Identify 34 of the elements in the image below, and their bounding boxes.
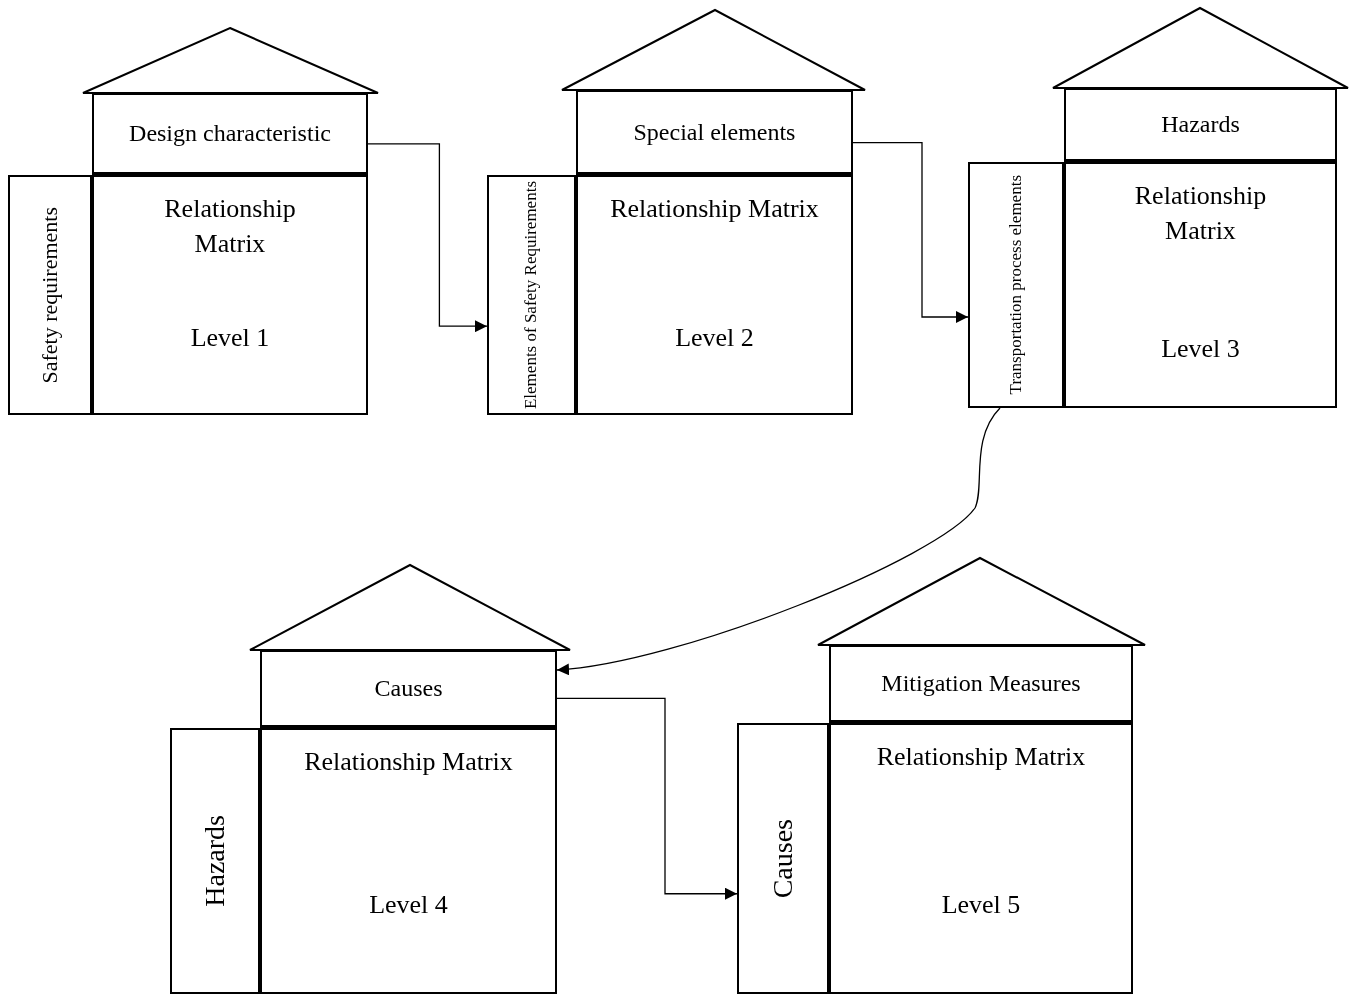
matrix-box: [260, 728, 557, 994]
matrix-box: [92, 175, 368, 415]
row-header-text: Hazards: [199, 815, 231, 907]
row-header-text: Elements of Safety Requirements: [522, 181, 541, 409]
row-header-box: [170, 728, 260, 994]
arrow: [367, 143, 488, 333]
row-header-box: [737, 723, 829, 994]
matrix-box: [576, 175, 853, 415]
row-header-text: Transportation process elements: [1006, 175, 1026, 395]
matrix-title: Relationship Matrix: [875, 741, 1087, 773]
row-header-box: [968, 162, 1064, 408]
matrix-title: Relationship Matrix: [609, 193, 820, 225]
arrow: [852, 142, 969, 323]
level-label: Level 2: [674, 321, 755, 354]
level-label: Level 4: [368, 888, 449, 921]
column-header-box: Causes: [260, 650, 557, 728]
row-header-text: Safety requirements: [37, 206, 63, 384]
row-header-text: Causes: [767, 818, 799, 899]
arrow: [556, 697, 738, 900]
column-header-box: Mitigation Measures: [829, 645, 1133, 723]
matrix-box: [1064, 162, 1337, 408]
matrix-title: Relationship Matrix: [163, 193, 297, 261]
level-label: Level 5: [940, 888, 1022, 921]
column-header-box: Special elements: [576, 90, 853, 175]
row-header-box: [8, 175, 92, 415]
arrow: [556, 407, 1001, 675]
matrix-title: Relationship Matrix: [1133, 180, 1268, 248]
level-label: Level 3: [1160, 332, 1241, 365]
column-header-box: Design characteristic: [92, 93, 368, 175]
row-header-box: [487, 175, 576, 415]
matrix-box: [829, 723, 1133, 994]
level-label: Level 1: [189, 321, 271, 354]
matrix-title: Relationship Matrix: [303, 746, 514, 778]
column-header-box: Hazards: [1064, 88, 1337, 162]
